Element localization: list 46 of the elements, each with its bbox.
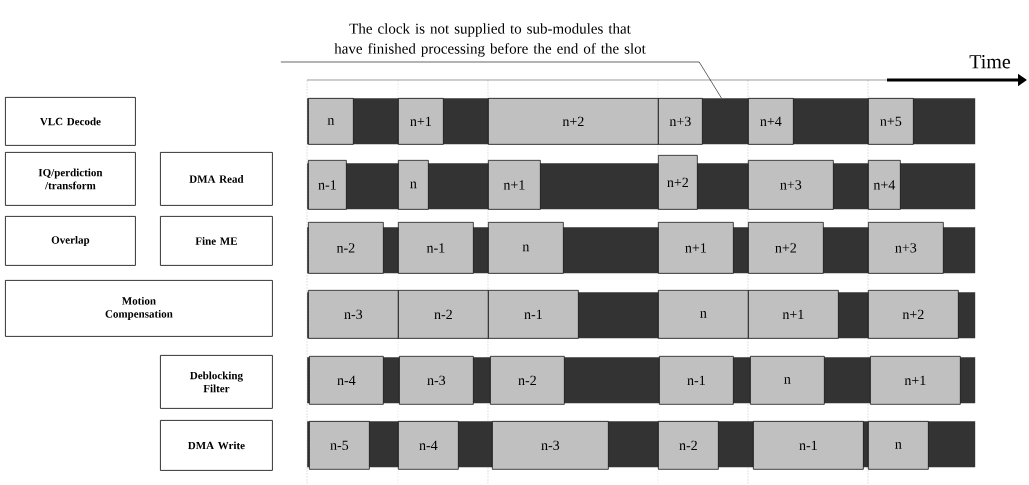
processing-block: n-1 xyxy=(308,160,347,210)
processing-block: n-3 xyxy=(399,356,474,405)
processing-block: n-2 xyxy=(398,290,489,339)
module-box: IQ/perdiction /transform xyxy=(5,152,136,206)
callout-text: The clock is not supplied to sub-modules that have finished processing before the end of the slot xyxy=(334,23,646,57)
processing-block: n xyxy=(308,98,354,145)
module-box: Fine ME xyxy=(160,216,273,266)
processing-block: n+5 xyxy=(868,98,914,145)
processing-block: n xyxy=(658,290,749,339)
module-box: VLC Decode xyxy=(5,97,136,146)
processing-block: n-5 xyxy=(309,421,370,470)
processing-block: n-1 xyxy=(488,290,579,339)
axis-label: Time xyxy=(969,55,1011,69)
processing-block: n-1 xyxy=(659,356,734,405)
processing-block: n xyxy=(750,356,825,405)
module-box: DMA Write xyxy=(160,420,273,471)
processing-block: n xyxy=(868,421,929,470)
processing-block: n-2 xyxy=(490,356,565,405)
processing-block: n-3 xyxy=(492,421,609,470)
module-box: Deblocking Filter xyxy=(160,355,273,409)
processing-block: n+3 xyxy=(868,222,944,274)
processing-block: n+1 xyxy=(488,160,541,210)
processing-block: n-2 xyxy=(658,421,719,470)
module-box: Motion Compensation xyxy=(5,280,273,337)
processing-block: n+4 xyxy=(748,98,794,145)
module-box: DMA Read xyxy=(160,152,273,206)
processing-block: n-1 xyxy=(753,421,864,470)
processing-block: n+1 xyxy=(658,222,734,274)
processing-block: n+3 xyxy=(748,160,834,210)
processing-block: n+2 xyxy=(748,222,824,274)
processing-block: n xyxy=(488,222,564,274)
processing-block: n+2 xyxy=(658,155,698,210)
processing-block: n-4 xyxy=(309,356,384,405)
processing-block: n+1 xyxy=(398,98,444,145)
processing-block: n xyxy=(398,160,429,210)
leader-line xyxy=(280,61,722,99)
processing-block: n+1 xyxy=(748,290,839,339)
processing-block: n+1 xyxy=(870,356,961,405)
processing-block: n-3 xyxy=(308,290,399,339)
processing-block: n+3 xyxy=(658,98,703,145)
processing-block: n-2 xyxy=(308,222,384,274)
processing-block: n-4 xyxy=(398,421,459,470)
processing-block: n+4 xyxy=(868,160,901,210)
processing-block: n+2 xyxy=(868,290,959,339)
processing-block: n-1 xyxy=(398,222,474,274)
module-box: Overlap xyxy=(5,216,136,266)
